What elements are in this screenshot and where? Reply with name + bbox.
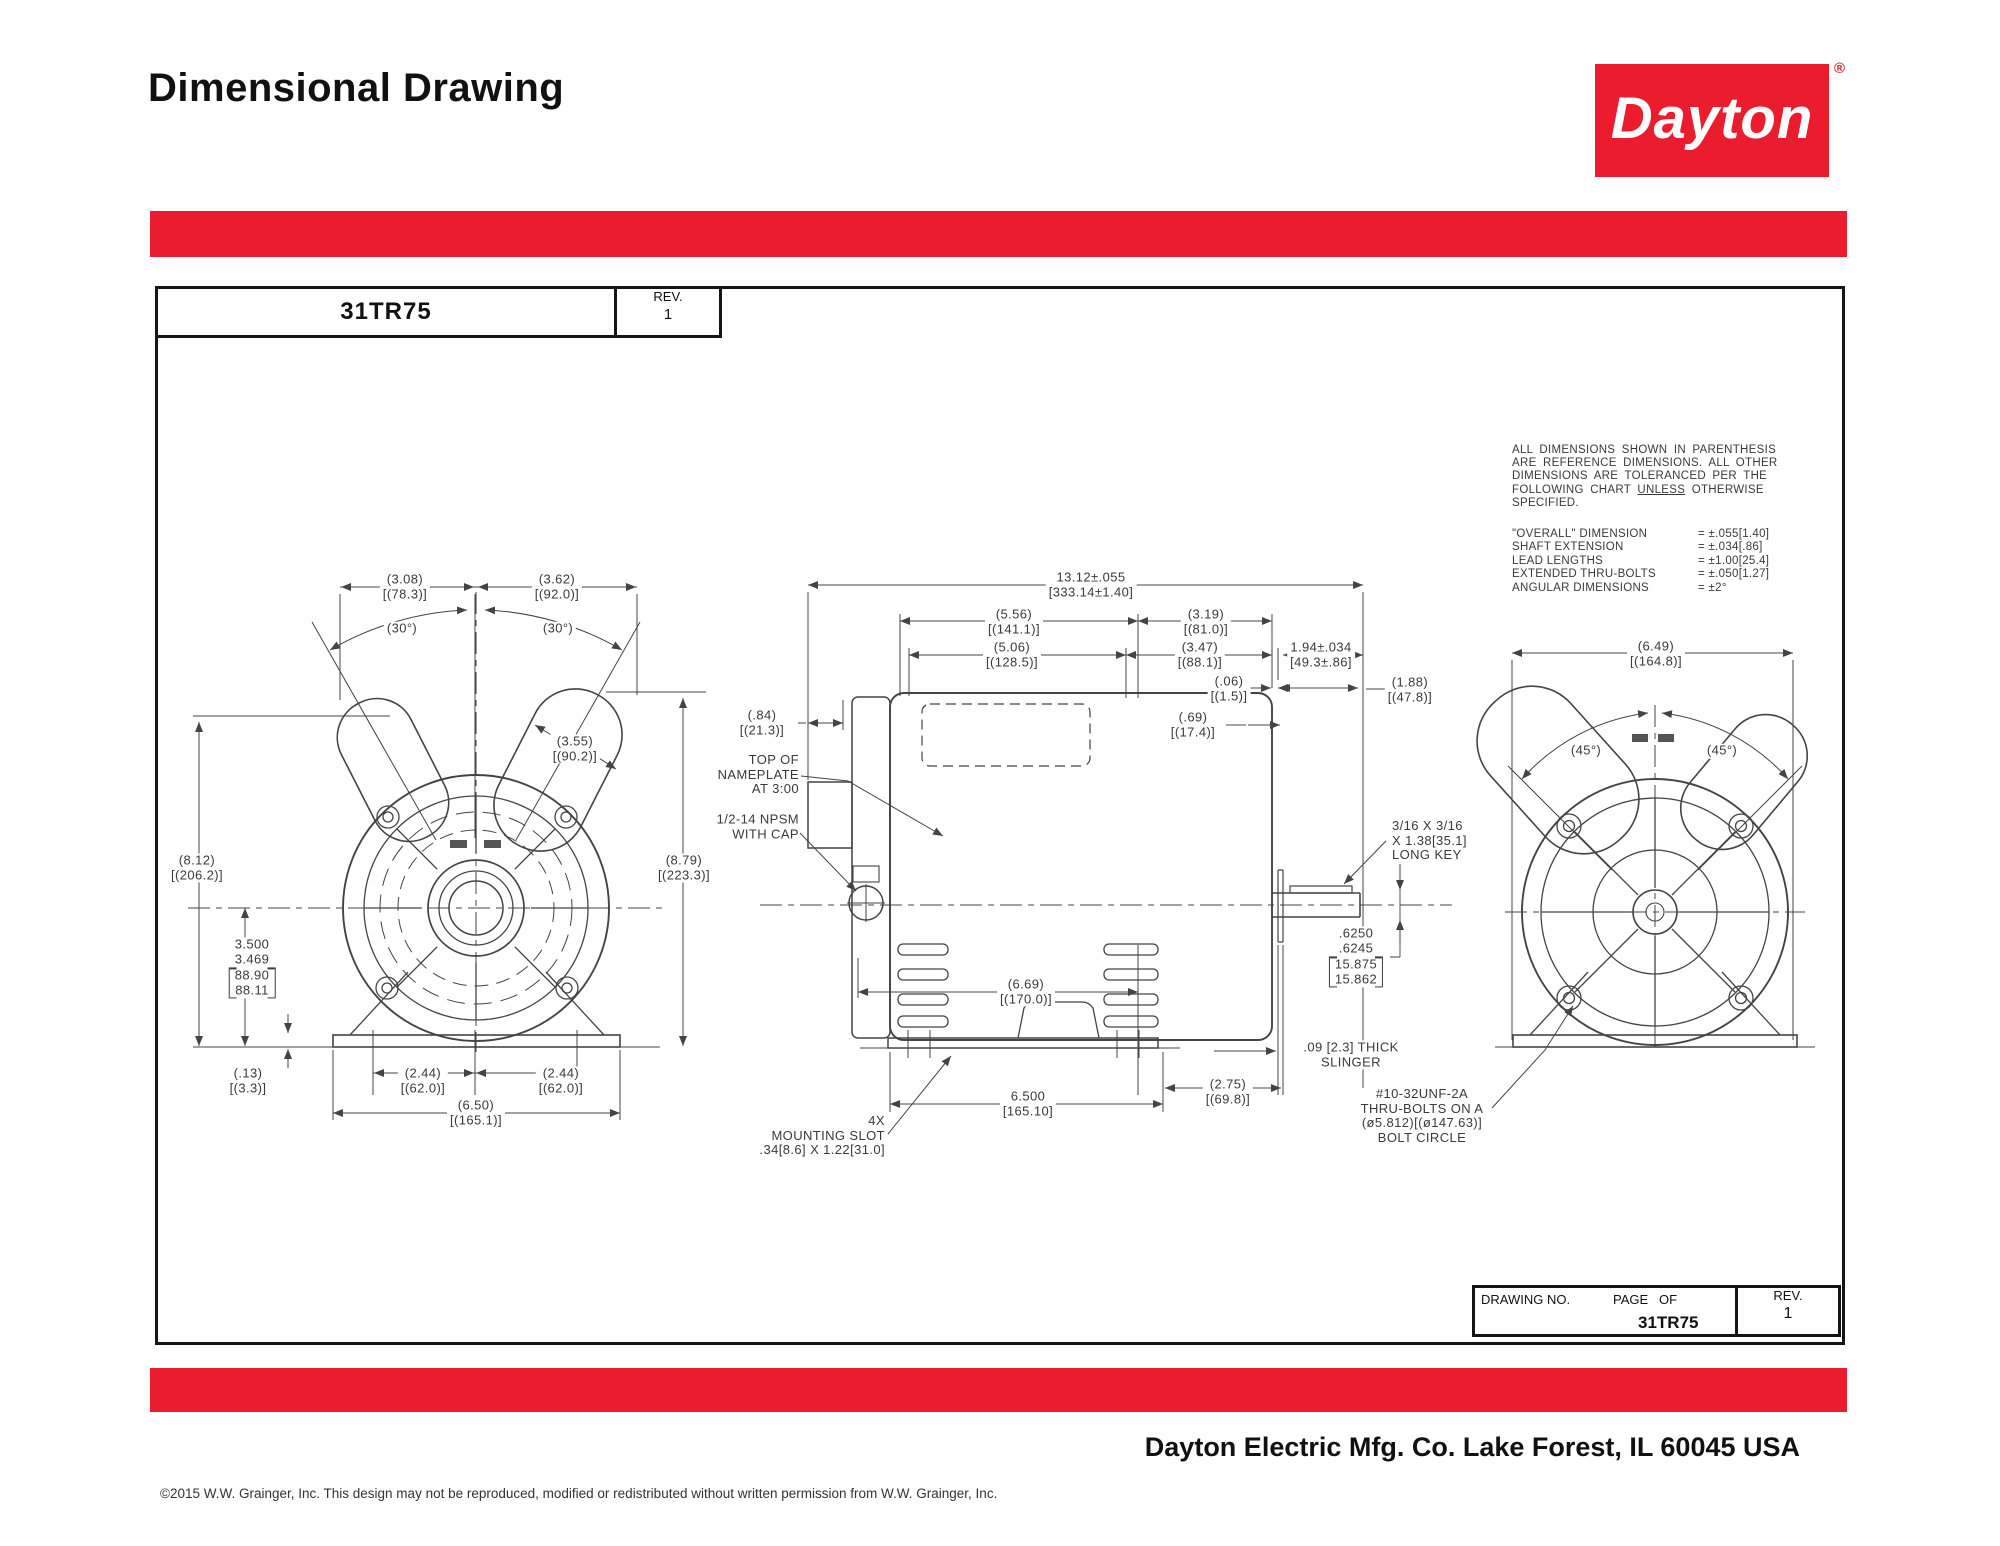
dim-rear-width: (6.49)[(164.8)] (1626, 639, 1686, 669)
tolerance-row: LEAD LENGTHS= ±1.00[25.4] (1512, 554, 1770, 567)
tolerance-row: EXTENDED THRU-BOLTS= ±.050[1.27] (1512, 568, 1770, 581)
dim-foot-left: (2.44)[(62.0)] (397, 1066, 449, 1096)
dim-front-width-left: (3.08)[(78.3)] (379, 572, 431, 602)
dim-1-88: (1.88)[(47.8)] (1384, 675, 1436, 705)
dim-front-height-ear: (8.79)[(223.3)] (654, 853, 714, 883)
tolerance-row: ANGULAR DIMENSIONS= ±2° (1512, 581, 1727, 594)
dayton-logo: Dayton ® (1595, 60, 1845, 177)
dim-0-84: (.84)[(21.3)] (736, 708, 788, 738)
rev-value: 1 (663, 306, 673, 323)
rev-label: REV. (653, 289, 683, 304)
dim-3-47: (3.47)[(88.1)] (1174, 640, 1226, 670)
page-title: Dimensional Drawing (148, 66, 565, 110)
dim-front-angle-left: (30°) (383, 621, 421, 637)
dim-base-thickness: (.13)[(3.3)] (226, 1066, 270, 1096)
dim-slinger-gap: (.06)[(1.5)] (1207, 674, 1251, 704)
footer-rev-value: 1 (1783, 1305, 1793, 1322)
side-view-drawing (760, 692, 1452, 1058)
front-view-dimensions (193, 583, 706, 1120)
front-view-drawing (188, 592, 668, 1056)
dim-foot-right: (2.44)[(62.0)] (535, 1066, 587, 1096)
dim-6-69: (6.69)[(170.0)] (996, 977, 1056, 1007)
footer-title-block: DRAWING NO. PAGE OF 31TR75 REV. 1 (1472, 1285, 1841, 1337)
title-block-rev: REV. 1 (614, 286, 722, 338)
tolerance-table: "OVERALL" DIMENSION= ±.055[1.40] SHAFT E… (1512, 528, 1769, 595)
page-of-label: PAGE OF (1613, 1292, 1678, 1307)
dim-rear-angle-left: (45°) (1567, 743, 1605, 759)
dim-front-width-right: (3.62)[(92.0)] (531, 572, 583, 602)
footer-rev-label: REV. (1773, 1288, 1803, 1303)
dim-2-75: (2.75)[(69.8)] (1202, 1077, 1254, 1107)
rear-view-dimensions (1491, 649, 1803, 1109)
rear-view-drawing (1476, 685, 1815, 1052)
red-divider-top (150, 211, 1847, 257)
dim-5-56: (5.56)[(141.1)] (984, 607, 1044, 637)
copyright-line: ©2015 W.W. Grainger, Inc. This design ma… (160, 1486, 998, 1501)
tolerance-row: SHAFT EXTENSION= ±.034[.86] (1512, 541, 1763, 554)
dayton-logo-text: Dayton (1610, 86, 1814, 151)
title-block-part-number: 31TR75 (155, 286, 617, 338)
company-address: Dayton Electric Mfg. Co. Lake Forest, IL… (1144, 1432, 1800, 1462)
dim-rear-angle-right: (45°) (1703, 743, 1741, 759)
dim-base-width: (6.50)[(165.1)] (446, 1098, 506, 1128)
tolerance-row: "OVERALL" DIMENSION= ±.055[1.40] (1512, 528, 1770, 540)
dim-front-height-overall: (8.12)[(206.2)] (167, 853, 227, 883)
dim-overall-length: 13.12±.055[333.14±1.40] (1045, 570, 1137, 600)
red-divider-bottom (150, 1368, 1847, 1412)
dim-front-angle-right: (30°) (539, 621, 577, 637)
dim-slot-spacing: 6.500[165.10] (999, 1089, 1057, 1119)
footer-drawing-number: 31TR75 (1638, 1313, 1699, 1332)
drawing-no-label: DRAWING NO. (1481, 1292, 1571, 1307)
registered-mark: ® (1833, 60, 1845, 77)
dim-3-19: (3.19)[(81.0)] (1180, 607, 1232, 637)
footer-rev-cell: REV. 1 (1735, 1288, 1838, 1334)
dim-front-ear-dia: (3.55)[(90.2)] (549, 734, 601, 764)
dim-0-69: (.69)[(17.4)] (1167, 710, 1219, 740)
tolerance-notes: ALL DIMENSIONS SHOWN IN PARENTHESIS ARE … (1512, 444, 1778, 509)
dim-5-06: (5.06)[(128.5)] (982, 640, 1042, 670)
dim-shaft-extension: 1.94±.034[49.3±.86] (1287, 640, 1355, 670)
